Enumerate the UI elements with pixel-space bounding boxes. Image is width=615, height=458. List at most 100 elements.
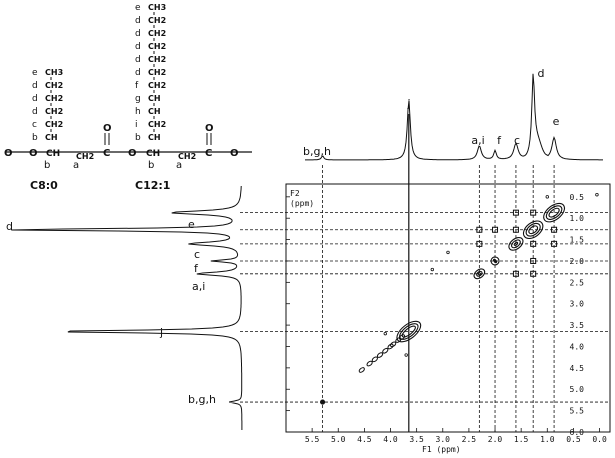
diagonal-contour-2 <box>371 356 378 363</box>
c8-label-0: e <box>32 68 38 78</box>
cross-peak-11 <box>551 240 558 247</box>
c8-group-0: CH3 <box>45 68 63 77</box>
cross-peak-4 <box>512 270 519 277</box>
c12-group-2: CH2 <box>148 29 166 38</box>
f1-tick-label-4: 3.5 <box>409 435 424 444</box>
minor-contour-5 <box>404 353 408 357</box>
f1-tick-label-10: 0.5 <box>566 435 581 444</box>
diagonal-contour-4 <box>382 347 389 354</box>
diagonal-peak-5-ring-1 <box>525 222 541 237</box>
diagonal-peak-6-ring-2 <box>548 207 560 218</box>
diagonal-peak-5-ring-0 <box>522 220 544 240</box>
left-peak-label-0: d <box>6 220 13 233</box>
plot-frame <box>285 183 611 433</box>
f1-axis-label: F1 (ppm) <box>422 445 461 454</box>
top-spectrum-trace <box>305 73 603 161</box>
c12-group-4: CH2 <box>148 55 166 64</box>
diagonal-peak-5-ring-2 <box>528 225 539 235</box>
f2-axis-unit: (ppm) <box>290 199 314 208</box>
top-peak-label-2: a,i <box>471 134 484 147</box>
top-peak-label-3: f <box>497 134 502 147</box>
f2-tick-label-0: 0.5 <box>570 193 585 202</box>
cross-peak-3 <box>512 226 519 233</box>
name-c12: C12:1 <box>135 179 170 192</box>
carbonyl-o-1: O <box>103 123 112 134</box>
c12-group-5: CH2 <box>148 68 166 77</box>
cross-peak-10 <box>512 209 519 216</box>
backbone-ch-c8: CH <box>46 149 60 159</box>
cross-peak-7 <box>530 257 537 264</box>
c8-label-3: d <box>32 107 38 117</box>
c12-group-10: CH <box>148 133 161 142</box>
c12-group-7: CH <box>148 94 161 103</box>
diagonal-contour-5 <box>387 343 394 350</box>
backbone-ch2-1: CH2 <box>76 152 94 161</box>
c12-label-8: h <box>135 107 141 117</box>
f1-tick-label-6: 2.5 <box>462 435 477 444</box>
top-peak-label-6: e <box>553 115 560 128</box>
backbone-ch2-2: CH2 <box>178 152 196 161</box>
f2-tick-label-1: 1.0 <box>570 214 585 223</box>
c8-group-4: CH2 <box>45 120 63 129</box>
f1-tick-label-1: 5.0 <box>331 435 346 444</box>
f2-tick-label-9: 5.0 <box>570 385 585 394</box>
c12-group-1: CH2 <box>148 16 166 25</box>
cross-peak-6 <box>492 226 499 233</box>
backbone-o-1: O <box>4 148 13 159</box>
label-a-2: a <box>176 160 182 171</box>
left-peak-label-1: e <box>188 218 195 231</box>
diagonal-peak-3-ring-0 <box>490 256 500 266</box>
f1-tick-label-0: 5.5 <box>305 435 320 444</box>
minor-contour-4 <box>383 331 387 336</box>
c8-label-5: b <box>32 133 38 143</box>
diagonal-contour-3 <box>376 352 384 358</box>
c8-group-2: CH2 <box>45 94 63 103</box>
top-peak-label-5: d <box>538 67 545 80</box>
top-peak-label-1: j <box>406 97 410 110</box>
f2-tick-label-7: 4.0 <box>570 342 585 351</box>
c8-label-4: c <box>32 120 37 130</box>
cross-peak-2 <box>530 240 537 247</box>
f1-tick-label-5: 3.0 <box>436 435 451 444</box>
name-c8: C8:0 <box>30 179 58 192</box>
c12-group-9: CH2 <box>148 120 166 129</box>
c8-group-1: CH2 <box>45 81 63 90</box>
left-peak-label-3: f <box>194 262 199 275</box>
diagonal-peak-2-ring-1 <box>476 270 483 277</box>
left-spectrum-trace <box>11 186 243 430</box>
f2-tick-label-11: 6.0 <box>570 428 585 437</box>
left-peak-label-6: b,g,h <box>188 393 216 406</box>
diagonal-peak-4-ring-2 <box>513 241 519 246</box>
f1-tick-label-3: 4.0 <box>383 435 398 444</box>
c12-group-3: CH2 <box>148 42 166 51</box>
f1-tick-label-11: 0.0 <box>592 435 607 444</box>
minor-contour-3 <box>595 192 599 197</box>
left-peak-label-2: c <box>194 248 200 261</box>
label-a-1: a <box>73 160 79 171</box>
molecule-structure: O O CH CH2 C O O CH CH2 C O O b b a a C8… <box>4 3 252 192</box>
diagonal-peak-2-ring-2 <box>477 272 481 276</box>
diagonal-peak-1-ring-1 <box>399 323 419 340</box>
backbone-o-4: O <box>230 148 239 159</box>
diagonal-contour-8 <box>398 334 406 340</box>
top-peak-label-4: c <box>514 134 520 147</box>
c12-label-3: d <box>135 42 141 52</box>
c12-group-8: CH <box>148 107 161 116</box>
diagonal-contour-6 <box>390 341 397 348</box>
f2-axis-label: F2 <box>290 189 300 198</box>
backbone-ch-c12: CH <box>146 149 160 159</box>
cross-peak-5 <box>476 240 483 247</box>
diagonal-peak-4-ring-1 <box>511 239 521 249</box>
diagonal-peak-3-ring-2 <box>493 259 497 263</box>
f2-tick-label-6: 3.5 <box>570 321 585 330</box>
left-peak-label-4: a,i <box>192 280 205 293</box>
diagonal-peak-1-ring-2 <box>401 325 416 338</box>
f1-tick-label-8: 1.5 <box>514 435 529 444</box>
label-b-c8: b <box>44 160 50 171</box>
diagonal-peak-0-ring-2 <box>321 400 325 404</box>
c12-group-0: CH3 <box>148 3 166 12</box>
